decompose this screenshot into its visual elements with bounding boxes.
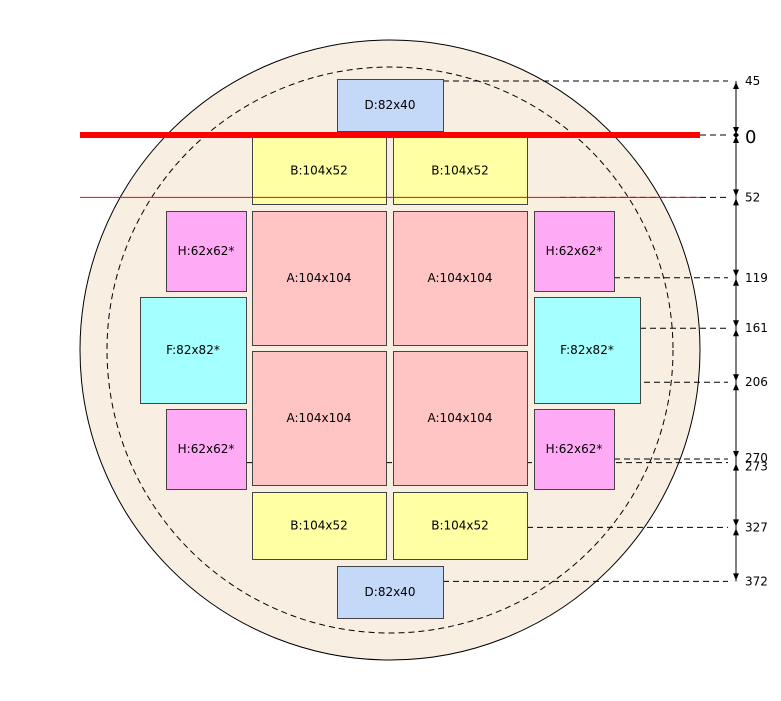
die-f-right: F:82x82* (534, 297, 641, 404)
die-h-tl: H:62x62* (166, 211, 247, 292)
die-label: A:104x104 (287, 271, 352, 285)
die-b-top-right: B:104x52 (393, 137, 528, 205)
die-a-br: A:104x104 (393, 351, 528, 486)
die-b-bot-right: B:104x52 (393, 492, 528, 560)
die-label: A:104x104 (287, 411, 352, 425)
dim-arrow-down (733, 189, 739, 197)
dim-label: 273 (745, 460, 768, 474)
die-label: B:104x52 (431, 164, 489, 178)
dim-arrow-down (733, 374, 739, 382)
dim-label: 372 (745, 574, 768, 588)
die-rect (393, 137, 528, 205)
dim-arrow-up (733, 528, 739, 536)
dim-arrow-up (733, 278, 739, 286)
die-rect (252, 211, 387, 346)
die-label: B:104x52 (290, 164, 348, 178)
dim-label: 0 (745, 127, 756, 148)
die-rect (252, 351, 387, 486)
die-rect (393, 351, 528, 486)
die-rect (393, 492, 528, 560)
dim-arrow-down (733, 127, 739, 134)
die-rect (534, 297, 641, 404)
die-a-bl: A:104x104 (252, 351, 387, 486)
die-label: H:62x62* (178, 244, 235, 258)
dim-label: 52 (745, 190, 760, 204)
die-label: H:62x62* (178, 442, 235, 456)
dim-arrow-up (733, 82, 739, 89)
die-f-left: F:82x82* (140, 297, 247, 404)
die-rect (140, 297, 247, 404)
die-rect (166, 409, 247, 490)
dim-label: 206 (745, 375, 768, 389)
die-label: A:104x104 (428, 411, 493, 425)
dim-label: 327 (745, 520, 768, 534)
wafer-layer (79, 39, 701, 661)
die-label: D:82x40 (365, 98, 416, 112)
dim-arrow-up (733, 136, 739, 143)
wafer-edge-exclusion (106, 66, 674, 634)
dim-arrow-down (733, 573, 739, 581)
die-rect (337, 79, 444, 132)
reference-lines (80, 132, 700, 198)
die-b-top-left: B:104x52 (252, 137, 387, 205)
dim-label: 119 (745, 271, 768, 285)
die-d-bottom: D:82x40 (337, 566, 444, 619)
die-d-top: D:82x40 (337, 79, 444, 132)
die-label: H:62x62* (546, 244, 603, 258)
dim-arrow-down (733, 451, 739, 458)
die-label: F:82x82* (560, 343, 614, 357)
die-b-bot-left: B:104x52 (252, 492, 387, 560)
dim-arrow-down (733, 269, 739, 277)
die-label: A:104x104 (428, 271, 493, 285)
zero-marker (733, 132, 739, 138)
dim-label: 270 (745, 451, 768, 465)
die-label: H:62x62* (546, 442, 603, 456)
dim-arrow-up (733, 329, 739, 337)
die-label: B:104x52 (431, 519, 489, 533)
die-h-bl: H:62x62* (166, 409, 247, 490)
die-h-tr: H:62x62* (534, 211, 615, 292)
die-rect (252, 492, 387, 560)
die-rect (337, 566, 444, 619)
dim-arrow-down (733, 519, 739, 527)
wafer-outline (79, 39, 701, 661)
dim-label: 45 (745, 74, 760, 88)
die-a-tl: A:104x104 (252, 211, 387, 346)
die-rect (393, 211, 528, 346)
dim-arrow-up (733, 463, 739, 471)
die-rect (534, 211, 615, 292)
die-a-tr: A:104x104 (393, 211, 528, 346)
dim-arrow-down (733, 320, 739, 328)
die-rect (534, 409, 615, 490)
dim-arrow-up (733, 383, 739, 391)
die-label: B:104x52 (290, 519, 348, 533)
die-rect (252, 137, 387, 205)
dim-arrow-up (733, 198, 739, 206)
die-label: F:82x82* (166, 343, 220, 357)
die-h-br: H:62x62* (534, 409, 615, 490)
dim-label: 161 (745, 321, 768, 335)
die-label: D:82x40 (365, 585, 416, 599)
die-rect (166, 211, 247, 292)
